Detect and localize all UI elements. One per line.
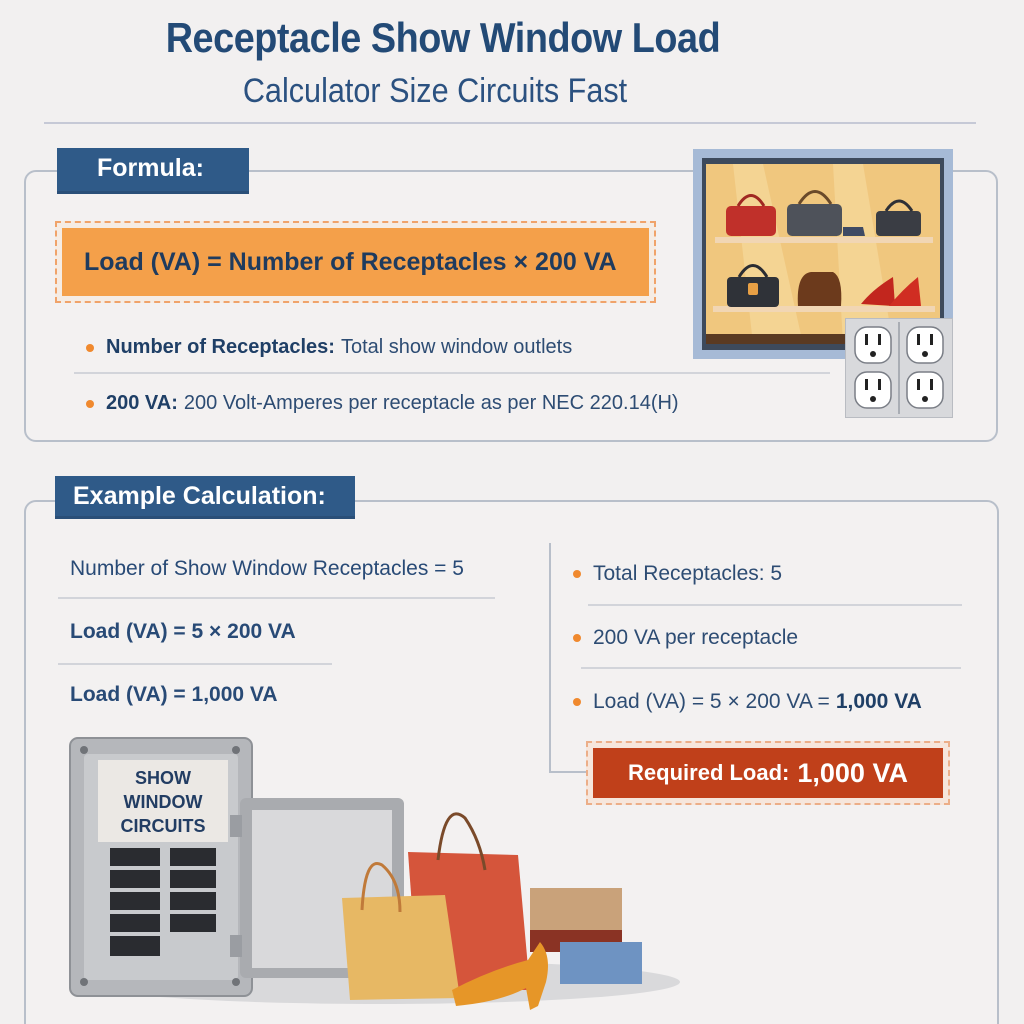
page-title: Receptacle Show Window Load bbox=[165, 14, 721, 61]
outlet-icon bbox=[845, 318, 953, 418]
example-tag: Example Calculation: bbox=[55, 476, 355, 519]
bullet-dot-icon bbox=[573, 698, 581, 706]
divider bbox=[58, 597, 495, 599]
bullet-dot-icon bbox=[573, 570, 581, 578]
bullet-bold-value: 1,000 VA bbox=[835, 690, 922, 713]
divider bbox=[74, 372, 830, 374]
calc-line-receptacles: Number of Show Window Receptacles = 5 bbox=[70, 557, 464, 580]
required-load-value: 1,000 VA bbox=[797, 757, 908, 788]
breaker-panel-illustration-icon: SHOW WINDOW CIRCUITS bbox=[69, 737, 680, 1010]
formula-tag: Formula: bbox=[57, 148, 249, 194]
summary-bracket bbox=[549, 543, 589, 773]
header-divider bbox=[44, 122, 976, 124]
svg-text:SHOW: SHOW bbox=[135, 768, 191, 788]
bullet-dot-icon bbox=[86, 399, 94, 408]
svg-text:CIRCUITS: CIRCUITS bbox=[121, 816, 206, 836]
bullet-dot-icon bbox=[573, 634, 581, 642]
calc-line-formula: Load (VA) = 5 × 200 VA bbox=[70, 620, 296, 643]
bullet-text: Load (VA) = 5 × 200 VA = bbox=[593, 690, 830, 713]
formula-bullet-receptacles: Number of Receptacles: Total show window… bbox=[86, 336, 572, 359]
bullet-dot-icon bbox=[86, 343, 94, 352]
divider bbox=[581, 667, 961, 669]
divider bbox=[588, 604, 962, 606]
bullet-label: Number of Receptacles: bbox=[106, 336, 335, 358]
formula-bullet-200va: 200 VA: 200 Volt-Amperes per receptacle … bbox=[86, 392, 679, 415]
bullet-label: 200 VA: bbox=[106, 392, 178, 414]
formula-text: Load (VA) = Number of Receptacles × 200 … bbox=[62, 228, 649, 296]
bullet-text: Total show window outlets bbox=[340, 336, 573, 358]
summary-bullet-load: Load (VA) = 5 × 200 VA = 1,000 VA bbox=[573, 690, 928, 714]
bullet-text: 200 VA per receptacle bbox=[593, 626, 799, 649]
required-load-box: Required Load: 1,000 VA bbox=[586, 741, 950, 805]
summary-bullet-total: Total Receptacles: 5 bbox=[573, 562, 782, 586]
bullet-text: 200 Volt-Amperes per receptacle as per N… bbox=[183, 392, 679, 414]
svg-text:WINDOW: WINDOW bbox=[124, 792, 203, 812]
page-subtitle: Calculator Size Circuits Fast bbox=[242, 72, 628, 110]
bullet-text: Total Receptacles: 5 bbox=[593, 562, 783, 585]
calc-line-result: Load (VA) = 1,000 VA bbox=[70, 683, 278, 706]
summary-bullet-per-receptacle: 200 VA per receptacle bbox=[573, 626, 798, 650]
formula-box: Load (VA) = Number of Receptacles × 200 … bbox=[55, 221, 656, 303]
required-load-label: Required Load: bbox=[628, 760, 790, 785]
divider bbox=[58, 663, 332, 665]
